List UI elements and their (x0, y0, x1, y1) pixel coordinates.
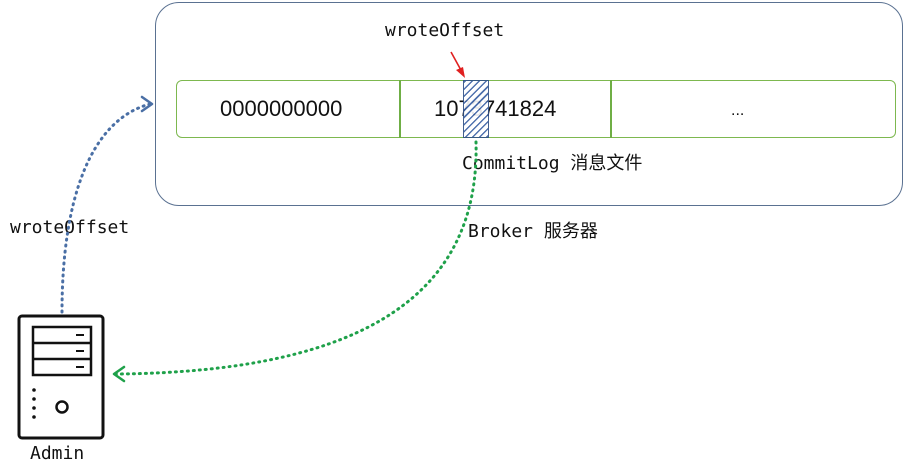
admin-label: Admin (30, 443, 85, 464)
wrote-offset-pointer-label: wroteOffset (385, 20, 505, 41)
broker-server-box (155, 2, 903, 206)
pointer-arrow (450, 51, 465, 78)
segment-divider (399, 80, 401, 138)
request-arrow (60, 95, 154, 314)
response-arrow (112, 140, 478, 383)
commitlog-bar (176, 80, 896, 138)
segment-ellipsis: ... (731, 102, 745, 119)
broker-label: Broker 服务器 (468, 221, 598, 242)
write-position-marker (463, 80, 489, 138)
segment-1-offset: 1073741824 (434, 96, 557, 121)
server-icon (17, 314, 105, 440)
segment-0-offset: 0000000000 (220, 96, 343, 121)
segment-divider (610, 80, 612, 138)
commitlog-label: CommitLog 消息文件 (462, 153, 643, 174)
